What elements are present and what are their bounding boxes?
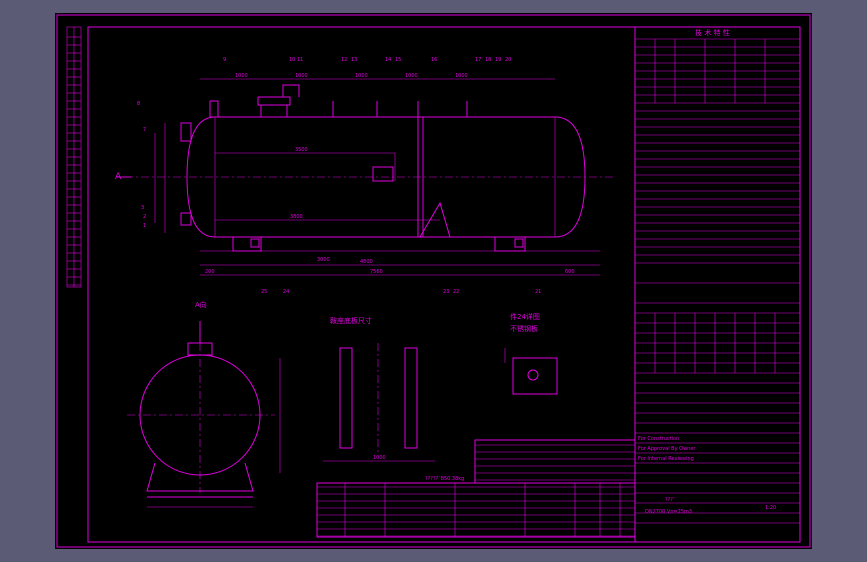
saddle-detail: 鞍座底板尺寸 1000 — [323, 316, 435, 462]
overall-length-dim: 7560 — [370, 269, 383, 275]
leader-label: 19 — [495, 57, 501, 63]
leader-label: 21 — [535, 289, 541, 295]
dim-3500: 3500 — [295, 147, 308, 153]
leader-label: 24 — [283, 289, 289, 295]
leader-label: 7 — [143, 127, 146, 133]
dim-3000: 3000 — [317, 257, 330, 263]
detail-dim-1000: 1000 — [373, 455, 386, 461]
leader-label: 2 — [143, 214, 146, 220]
approval-2: For Approval By Owner — [638, 446, 696, 452]
section-label-a: A — [115, 172, 122, 182]
dim-top-3: 1000 — [355, 73, 368, 79]
vessel-elevation — [125, 84, 615, 252]
dimensions: 7560 4800 3000 3500 3800 1000 1000 1000 … — [154, 73, 600, 276]
end-view: A向 — [127, 300, 281, 508]
drawing-svg: 7560 4800 3000 3500 3800 1000 1000 1000 … — [56, 14, 811, 548]
detail-title-2b: 不锈钢板 — [510, 324, 538, 333]
weight-label: ???¯ — [665, 497, 675, 503]
approval-3: For Internal Reviewing — [638, 456, 694, 462]
leader-label: 20 — [505, 57, 511, 63]
leader-label: 16 — [431, 57, 437, 63]
dim-top-1: 1000 — [235, 73, 248, 79]
title-block: 技 术 特 性 For Construction For Approval By… — [634, 26, 801, 543]
leader-label: 12 — [341, 57, 347, 63]
mass-note: ?????¯850.38kg — [425, 476, 464, 482]
section-marker: A — [115, 172, 131, 182]
leader-label: 14 — [385, 57, 391, 63]
leader-label: 11 — [297, 57, 303, 63]
detail-title-2: 件24详图 — [510, 312, 540, 321]
leader-label: 10 — [289, 57, 295, 63]
dim-top-2: 1000 — [295, 73, 308, 79]
approval-1: For Construction — [638, 436, 679, 442]
leader-label: 13 — [351, 57, 357, 63]
leader-label: 25 — [261, 289, 267, 295]
drawing-sheet[interactable]: 7560 4800 3000 3500 3800 1000 1000 1000 … — [55, 13, 812, 549]
leader-label: 3 — [141, 205, 144, 211]
dim-3800: 3800 — [290, 214, 303, 220]
dim-top-5: 1000 — [455, 73, 468, 79]
dim-600: 600 — [565, 269, 575, 275]
spec-header: 技 术 特 性 — [695, 28, 730, 37]
leader-label: 1 — [143, 223, 146, 229]
scale-label: 1:20 — [765, 505, 776, 511]
revision-strip — [66, 26, 82, 288]
view-label: A向 — [195, 300, 207, 309]
dim-top-4: 1000 — [405, 73, 418, 79]
leader-label: 18 — [485, 57, 491, 63]
detail-title-1: 鞍座底板尺寸 — [330, 316, 372, 325]
leader-label: 9 — [223, 57, 226, 63]
leader-label: 22 — [453, 289, 459, 295]
parts-list: ?????¯850.38kg — [316, 439, 636, 538]
leader-label: 23 — [443, 289, 449, 295]
part24-detail: 件24详图 不锈钢板 — [504, 312, 558, 395]
inner-border — [87, 26, 801, 543]
leader-label: 15 — [395, 57, 401, 63]
vessel-size: DN2700 Vn=25m3 — [645, 509, 692, 515]
dim-200: 200 — [205, 269, 215, 275]
leader-label: 17 — [475, 57, 481, 63]
leader-label: 8 — [137, 101, 140, 107]
outer-border — [56, 14, 811, 548]
dim-4800: 4800 — [360, 259, 373, 265]
